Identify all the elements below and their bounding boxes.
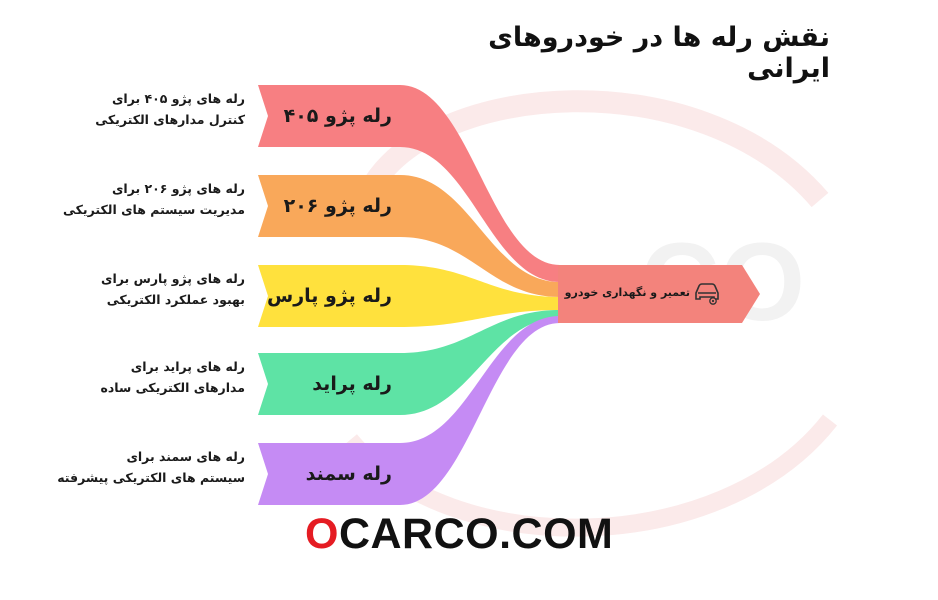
description-line: سیستم های الکتریکی پیشرفته <box>57 470 245 485</box>
description-line: رله های سمند برای <box>126 449 245 464</box>
description-line: مدارهای الکتریکی ساده <box>100 380 245 395</box>
band-description: رله های پژو پارس برای بهبود عملکرد الکتری… <box>60 268 245 310</box>
flow-band-4 <box>258 310 560 415</box>
flow-band-1 <box>258 85 560 282</box>
page-title: نقش رله ها در خودروهای ایرانی <box>488 22 830 84</box>
flow-band-2 <box>258 175 560 297</box>
band-label: رله پژو پارس <box>266 285 392 307</box>
car-repair-icon <box>693 280 721 310</box>
output-arrow <box>558 265 760 323</box>
band-label: رله سمند <box>305 463 392 485</box>
band-description: رله های پراید برای مدارهای الکتریکی ساده <box>60 356 245 398</box>
brand-first-letter: O <box>305 510 339 558</box>
description-line: رله های پراید برای <box>130 359 245 374</box>
band-label: رله پراید <box>312 373 392 395</box>
flow-band-5 <box>258 316 560 505</box>
output-label: تعمیر و نگهداری خودرو <box>564 286 690 299</box>
description-line: کنترل مدارهای الکتریکی <box>95 112 245 127</box>
band-description: رله های پژو ۴۰۵ برای کنترل مدارهای الکتری… <box>60 88 245 130</box>
band-label: رله پژو ۴۰۵ <box>283 105 392 127</box>
band-description: رله های سمند برای سیستم های الکتریکی پیشر… <box>57 446 245 488</box>
description-line: رله های پژو ۲۰۶ برای <box>111 181 245 196</box>
description-line: بهبود عملکرد الکتریکی <box>106 292 245 307</box>
description-line: مدیریت سیستم های الکتریکی <box>63 202 245 217</box>
description-line: رله های پژو پارس برای <box>101 271 245 286</box>
brand-domain: CARCO.COM <box>338 510 614 558</box>
flow-band-3 <box>258 265 560 327</box>
band-label: رله پژو ۲۰۶ <box>283 195 392 217</box>
description-line: رله های پژو ۴۰۵ برای <box>111 91 245 106</box>
band-description: رله های پژو ۲۰۶ برای مدیریت سیستم های الک… <box>60 178 245 220</box>
brand-logo-text: OCARCO.COM <box>305 510 613 559</box>
